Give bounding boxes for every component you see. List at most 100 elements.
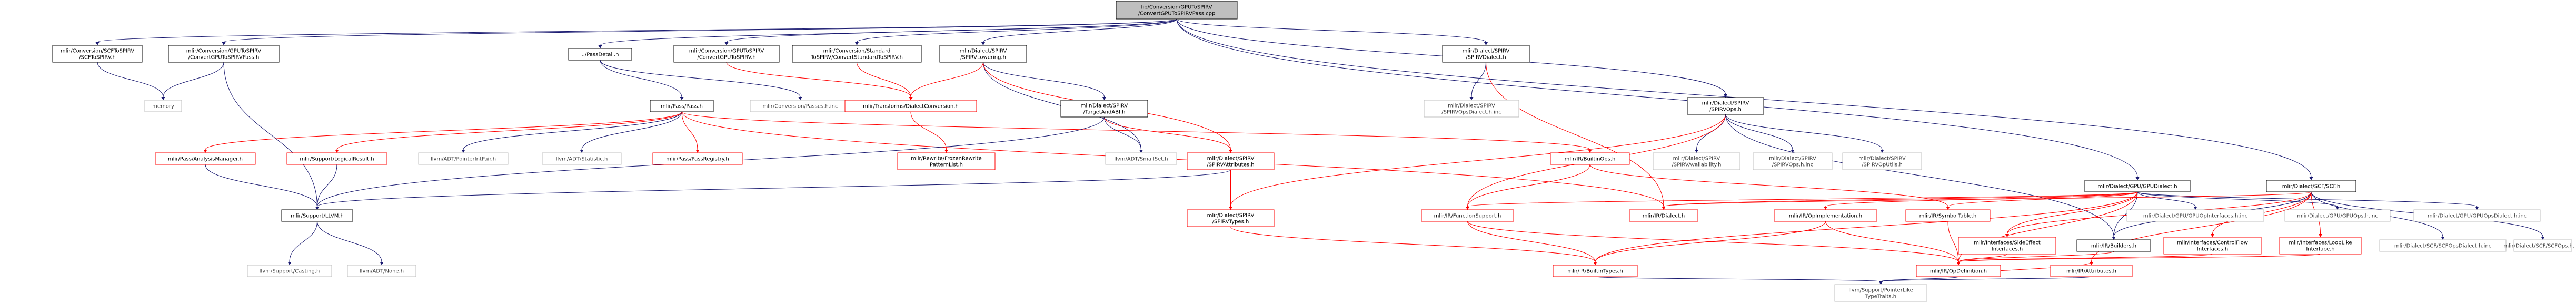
node-box: [1105, 152, 1177, 165]
edge-arrowhead: [1102, 97, 1106, 100]
node-box: [1187, 209, 1275, 227]
node-box: [652, 152, 743, 165]
graph-node-targetabi[interactable]: mlir/Dialect/SPIRV/TargetAndABI.h: [1060, 100, 1148, 118]
graph-node-builders[interactable]: mlir/IR/Builders.h: [2076, 239, 2151, 252]
graph-node-opimplementation[interactable]: mlir/IR/OpImplementation.h: [1774, 209, 1877, 222]
edge-arrowhead: [1466, 207, 1469, 210]
node-box: [1553, 265, 1638, 277]
edge-arrowhead: [2211, 234, 2214, 237]
graph-node-passdetail[interactable]: ../PassDetail.h: [568, 48, 632, 61]
edge-looplike-to-opdefinition: [1958, 254, 2321, 262]
edge-supportllvm-to-none: [317, 221, 382, 262]
node-box: [347, 265, 416, 277]
node-label-line: mlir/Dialect/SCF/SCF.h: [2282, 184, 2341, 190]
edge-arrowhead: [1724, 94, 1727, 98]
graph-node-gpudialect[interactable]: mlir/Dialect/GPU/GPUDialect.h: [2084, 180, 2191, 192]
graph-node-spirvops[interactable]: mlir/Dialect/SPIRV/SPIRVOps.h: [1687, 97, 1764, 115]
graph-node-passregistry[interactable]: mlir/Pass/PassRegistry.h: [652, 152, 743, 165]
node-label-line: mlir/Dialect/SPIRV: [1207, 156, 1255, 162]
graph-node-gpu2spirvpass[interactable]: mlir/Conversion/GPUToSPIRV/ConvertGPUToS…: [168, 45, 280, 63]
graph-node-spirvlowering[interactable]: mlir/Dialect/SPIRV/SPIRVLowering.h: [939, 45, 1027, 63]
graph-node-scfopsinc: mlir/Dialect/SCF/SCFOps.h.inc: [2503, 239, 2576, 252]
graph-node-logicalresult[interactable]: mlir/Support/LogicalResult.h: [286, 152, 387, 165]
node-box: [568, 48, 632, 61]
graph-node-spirvopsinc: mlir/Dialect/SPIRV/SPIRVOps.h.inc: [1753, 152, 1833, 170]
edge-root-to-gpu2spirv: [726, 18, 1177, 43]
node-label-line: /SPIRVLowering.h: [960, 55, 1006, 61]
node-label-line: mlir/IR/FunctionSupport.h: [1434, 213, 1501, 219]
node-label-line: mlir/Interfaces/ControlFlow: [2177, 240, 2248, 246]
edge-dialectconv-to-rewritefrozen: [910, 111, 947, 150]
graph-node-irdialect[interactable]: mlir/IR/Dialect.h: [1629, 209, 1698, 222]
node-box: [1424, 100, 1519, 118]
graph-node-builtintypes[interactable]: mlir/IR/BuiltinTypes.h: [1553, 265, 1638, 277]
node-label-line: Interfaces.h: [1992, 247, 2023, 252]
graph-node-attributes[interactable]: mlir/IR/Attributes.h: [2050, 265, 2133, 277]
node-label-line: /SPIRVDialect.h: [1466, 55, 1506, 61]
edge-arrowhead: [2541, 237, 2545, 240]
node-box: [2413, 209, 2541, 222]
node-label-line: mlir/IR/OpImplementation.h: [1789, 213, 1862, 219]
edge-builtintypes-to-pointerliketraits: [1595, 276, 1881, 282]
node-label-line: mlir/Transforms/DialectConversion.h: [863, 104, 959, 110]
node-box: [1842, 152, 1922, 170]
graph-node-scf[interactable]: mlir/Dialect/SCF/SCF.h: [2266, 180, 2356, 192]
graph-node-analysismgr[interactable]: mlir/Pass/AnalysisManager.h: [155, 152, 256, 165]
edge-arrowhead: [1880, 150, 1884, 153]
graph-node-root[interactable]: lib/Conversion/GPUToSPIRV/ConvertGPUToSP…: [1116, 1, 1238, 20]
graph-node-spirvopsutils: mlir/Dialect/SPIRV/SPIRVOpUtils.h: [1842, 152, 1922, 170]
node-box: [168, 45, 280, 63]
edge-opdefinition-to-pointerliketraits: [1881, 276, 1959, 282]
edge-spirvtypes-to-builtintypes: [1230, 226, 1596, 262]
node-box: [1753, 152, 1833, 170]
graph-node-spirvattrs[interactable]: mlir/Dialect/SPIRV/SPIRVAttributes.h: [1187, 152, 1275, 170]
graph-node-scf2spirv[interactable]: mlir/Conversion/SCFToSPIRV/SCFToSPIRV.h: [52, 45, 143, 63]
graph-node-spirvdialect[interactable]: mlir/Dialect/SPIRV/SPIRVDialect.h: [1442, 45, 1530, 63]
graph-node-symboltable[interactable]: mlir/IR/SymbolTable.h: [1905, 209, 1991, 222]
edge-std2spirv-to-dialectconv: [857, 62, 911, 98]
graph-node-passes[interactable]: mlir/Pass/Pass.h: [650, 100, 714, 112]
node-label-line: /SPIRVOps.h: [1709, 107, 1742, 113]
edge-arrowhead: [1484, 42, 1488, 45]
node-label-line: Interface.h: [2306, 247, 2334, 252]
edge-passes-to-analysismgr: [205, 111, 682, 150]
node-box: [2379, 239, 2507, 252]
node-box: [1774, 209, 1877, 222]
edge-gpudialect-to-gpuopinterfaces: [2137, 191, 2196, 207]
graph-node-dialectconv[interactable]: mlir/Transforms/DialectConversion.h: [844, 100, 977, 112]
edge-arrowhead: [2112, 237, 2116, 240]
graph-node-functionsupport[interactable]: mlir/IR/FunctionSupport.h: [1421, 209, 1514, 222]
graph-node-opdefinition[interactable]: mlir/IR/OpDefinition.h: [1916, 265, 2001, 277]
graph-node-gpu2spirv[interactable]: mlir/Conversion/GPUToSPIRV/ConvertGPUToS…: [673, 45, 780, 63]
graph-node-std2spirv[interactable]: mlir/Conversion/StandardToSPIRV/ConvertS…: [792, 45, 922, 63]
node-label-line: mlir/Dialect/GPU/GPUOps.h.inc: [2297, 213, 2378, 219]
edge-spirvlowering-to-dialectconv: [910, 62, 983, 98]
node-box: [1958, 237, 2056, 255]
node-label-line: mlir/IR/OpDefinition.h: [1930, 269, 1987, 275]
edge-arrowhead: [2090, 262, 2093, 265]
edge-arrowhead: [2475, 207, 2479, 210]
node-label-line: /SCFToSPIRV.h: [79, 55, 116, 61]
edge-root-to-std2spirv: [857, 18, 1177, 43]
node-label-line: memory: [152, 104, 174, 110]
graph-node-scfopsdialectinc: mlir/Dialect/SCF/SCFOpsDialect.h.inc: [2379, 239, 2507, 252]
edge-arrowhead: [1139, 150, 1143, 153]
edge-gpu2spirv-to-dialectconv: [726, 62, 911, 98]
node-box: [1060, 100, 1148, 118]
edge-spirvdialect-to-spirvdialectinc: [1471, 62, 1486, 98]
node-box: [418, 152, 509, 165]
node-box: [792, 45, 922, 63]
graph-node-spirvtypes[interactable]: mlir/Dialect/SPIRV/SPIRVTypes.h: [1187, 209, 1275, 227]
node-label-line: mlir/Conversion/SCFToSPIRV: [61, 48, 134, 54]
edge-gpudialect-to-builders: [2113, 191, 2138, 237]
edge-logicalresult-to-supportllvm: [317, 164, 337, 207]
node-label-line: /SPIRVOpUtils.h: [1862, 162, 1903, 168]
edge-arrowhead: [315, 207, 319, 210]
graph-node-supportllvm[interactable]: mlir/Support/LLVM.h: [281, 209, 353, 222]
node-box: [2050, 265, 2133, 277]
graph-node-builtinops[interactable]: mlir/IR/BuiltinOps.h: [1550, 152, 1630, 165]
